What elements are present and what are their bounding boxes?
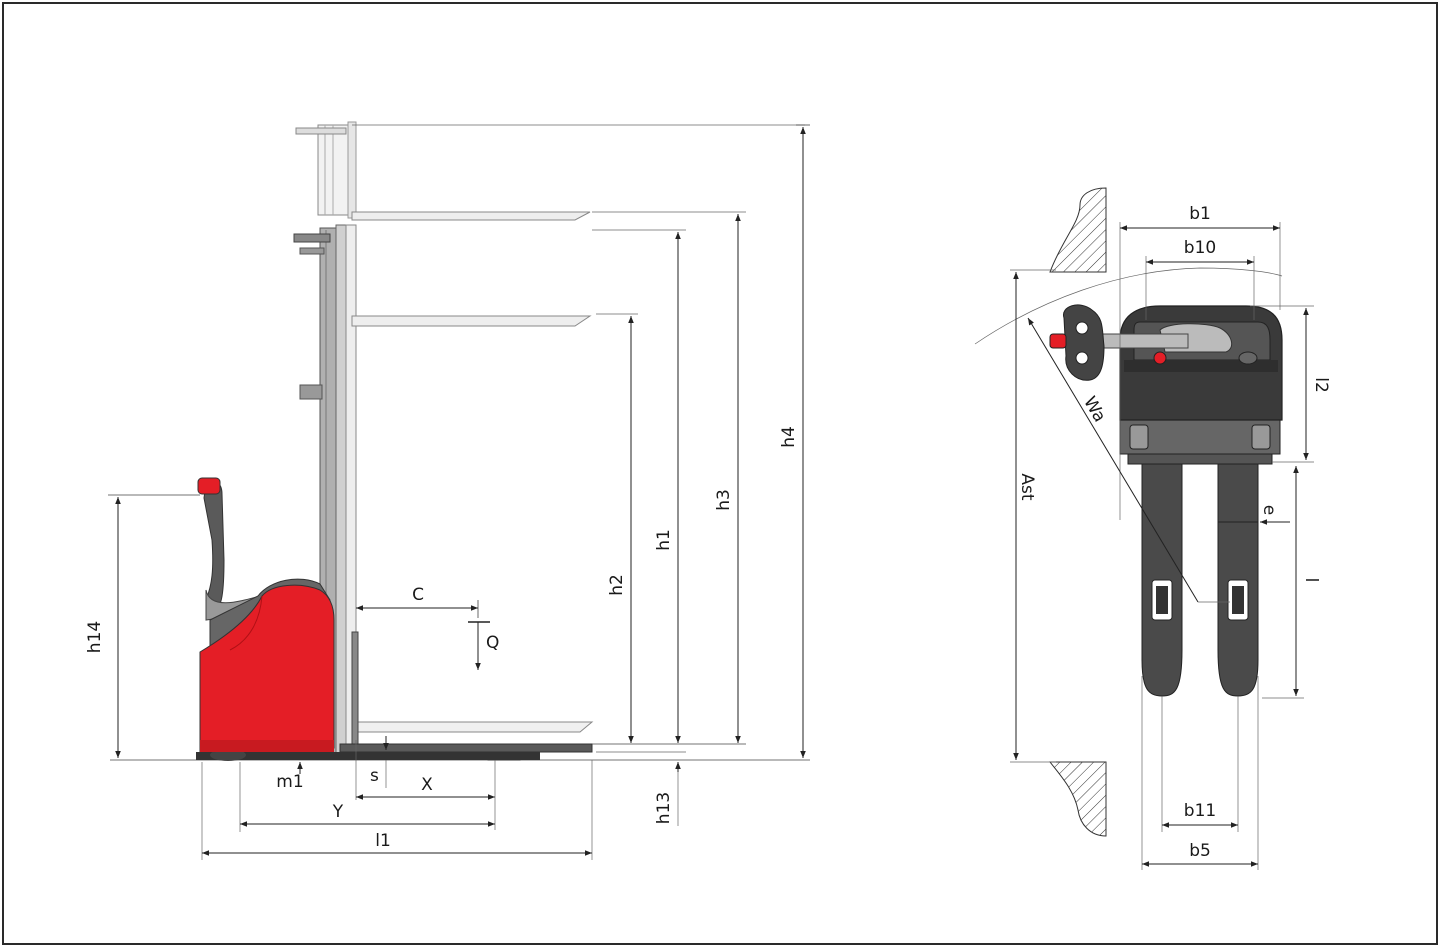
label-b11: b11 [1184, 801, 1216, 821]
label-h14: h14 [85, 621, 105, 653]
label-h13: h13 [654, 792, 674, 824]
label-h2: h2 [607, 574, 627, 596]
label-l1: l1 [375, 831, 391, 851]
truck-chassis-top [1119, 305, 1283, 465]
label-m1: m1 [276, 772, 303, 792]
label-Y: Y [332, 802, 344, 822]
load-Q: Q [468, 621, 499, 670]
label-Q: Q [486, 633, 499, 653]
label-e: e [1259, 505, 1279, 515]
label-b5: b5 [1189, 841, 1211, 861]
truck-body [196, 477, 540, 761]
dim-b5: b5 [1141, 676, 1259, 870]
dim-m1: m1 [276, 762, 304, 792]
label-Wa: Wa [1079, 393, 1109, 426]
dim-Y: Y [239, 762, 495, 832]
label-h1: h1 [654, 529, 674, 551]
dim-X: X [356, 760, 496, 830]
dim-l1: l1 [201, 760, 593, 860]
dim-e: e [1218, 505, 1290, 525]
side-view: h4 h3 h1 h2 h13 [85, 121, 810, 860]
dim-b1: b1 [1119, 204, 1281, 520]
dim-h2: h2 [596, 313, 638, 743]
label-C: C [412, 585, 424, 605]
label-h4: h4 [779, 426, 799, 448]
dim-h1: h1 [592, 229, 686, 743]
dim-h13: h13 [596, 751, 686, 826]
dim-h4: h4 [779, 124, 810, 758]
label-h3: h3 [714, 489, 734, 511]
fork-lowered [339, 631, 594, 761]
aisle-wall-bottom [1048, 761, 1107, 837]
top-view: b1 b10 l2 Wa Ast [974, 187, 1331, 870]
dim-b10: b10 [1145, 238, 1255, 320]
label-Ast: Ast [1017, 473, 1037, 500]
turning-arc [974, 267, 1283, 345]
aisle-wall-top [1049, 187, 1107, 273]
dim-l: l [1262, 466, 1321, 699]
label-s: s [370, 766, 379, 786]
dim-h14: h14 [85, 494, 200, 758]
label-l: l [1301, 578, 1321, 583]
fork-mid-ghost [351, 315, 592, 327]
dim-h3: h3 [592, 211, 746, 745]
label-b10: b10 [1184, 238, 1216, 258]
dim-l2: l2 [1250, 305, 1331, 463]
label-b1: b1 [1189, 204, 1211, 224]
tiller-top [1049, 304, 1189, 381]
dim-C: C [356, 585, 479, 618]
label-X: X [421, 775, 433, 795]
dim-Ast: Ast [1010, 269, 1056, 763]
label-l2: l2 [1311, 377, 1331, 393]
fork-top-ghost [351, 124, 805, 221]
dim-b11: b11 [1161, 696, 1239, 832]
forks-top [1141, 461, 1259, 697]
dim-s: s [355, 736, 389, 800]
